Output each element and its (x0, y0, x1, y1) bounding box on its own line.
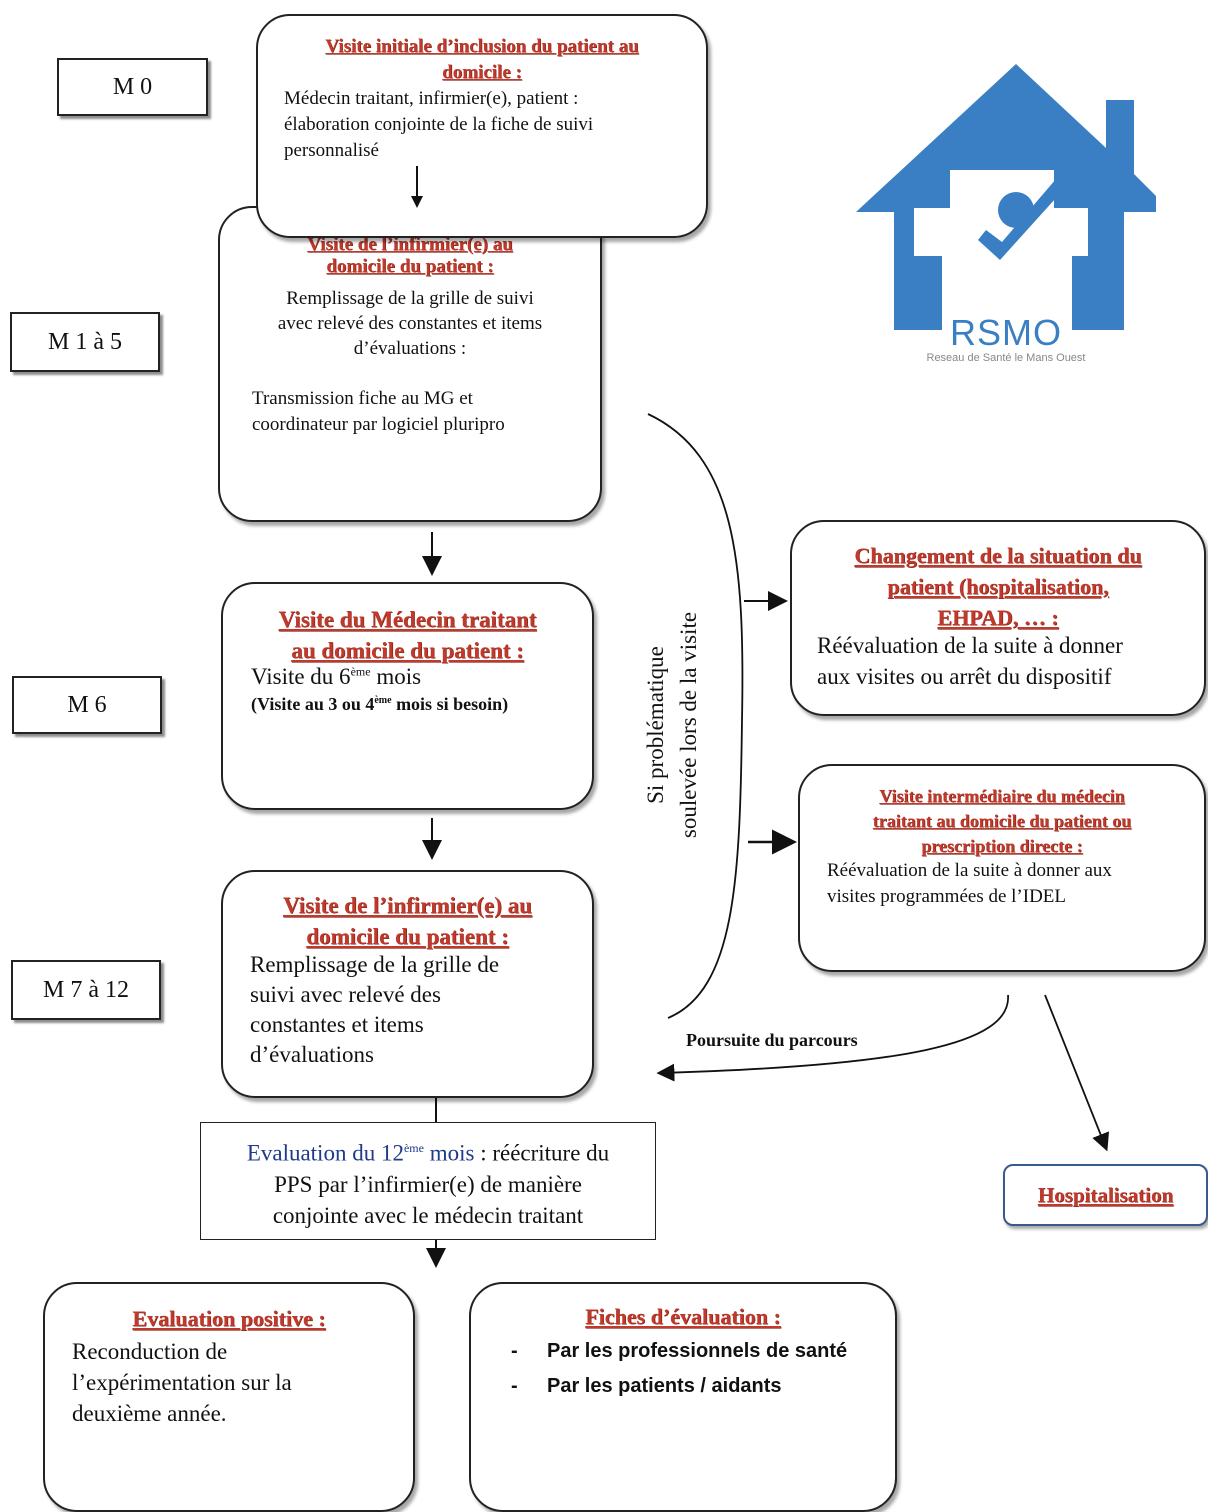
problem-text-line1: Si problématique (643, 646, 668, 804)
box-doctor-visit-m6: Visite du Médecin traitant au domicile d… (221, 582, 594, 810)
box3-sub-pre: (Visite au 3 ou 4 (251, 694, 375, 714)
box-hospitalisation: Hospitalisation (1003, 1164, 1208, 1226)
box-intermediate-visit: Visite intermédiaire du médecin traitant… (798, 764, 1206, 972)
eval-line2: PPS par l’infirmier(e) de manière (274, 1171, 582, 1197)
arrow-poursuite-curve (656, 994, 1009, 1082)
box4-title-line2: domicile du patient : (306, 924, 509, 949)
fiches-item-2: Par les patients / aidants (547, 1375, 782, 1397)
box4-body-line4: d’évaluations (250, 1042, 374, 1067)
house-logo-icon (856, 64, 1156, 330)
box3-title-line2: au domicile du patient : (291, 638, 524, 663)
box2-body-line5: coordinateur par logiciel pluripro (252, 414, 505, 435)
box-evaluation-12-months: Evaluation du 12ème mois : réécriture du… (200, 1122, 656, 1240)
box3-body-end: mois (370, 664, 422, 689)
label-m0: M 0 (57, 58, 208, 116)
box4-title-line1: Visite de l’infirmier(e) au (283, 893, 532, 918)
label-m0-text: M 0 (112, 73, 153, 100)
logo-name: RSMO (950, 312, 1062, 353)
box4-body-line3: constantes et items (250, 1012, 424, 1037)
box1-body-line2: élaboration conjointe de la fiche de sui… (284, 114, 594, 135)
eval-blue-text2: mois (423, 1140, 475, 1166)
fiches-item: -Par les professionnels de santé (511, 1340, 848, 1362)
box2-body-line2: avec relevé des constantes et items (277, 313, 543, 334)
eval-line1: Evaluation du 12ème mois : réécriture du (201, 1133, 655, 1169)
intermediate-title-line3: prescription directe : (921, 836, 1083, 856)
box-evaluation-forms: Fiches d’évaluation : -Par les professio… (469, 1282, 897, 1512)
box3-title-line1: Visite du Médecin traitant (278, 607, 537, 632)
rsmo-logo: RSMO Reseau de Santé le Mans Ouest (856, 60, 1156, 380)
box1-body-line3: personnalisé (284, 140, 379, 161)
hospitalisation-label: Hospitalisation (1037, 1182, 1174, 1207)
arrow-to-hospitalisation (1044, 994, 1110, 1152)
label-m6: M 6 (12, 676, 162, 734)
positive-line3: deuxième année. (72, 1401, 227, 1426)
positive-line2: l’expérimentation sur la (72, 1370, 292, 1395)
box1-title-line1: Visite initiale d’inclusion du patient a… (325, 36, 639, 57)
logo-subtitle: Reseau de Santé le Mans Ouest (926, 352, 1086, 364)
box4-body-line2: suivi avec relevé des (250, 982, 441, 1007)
box2-body-line3: d’évaluations : (353, 338, 467, 359)
box3-body-sup: ème (350, 664, 371, 679)
box4-body-line1: Remplissage de la grille de (250, 952, 500, 977)
intermediate-body-line2: visites programmées de l’IDEL (827, 886, 1067, 907)
fiches-item-1: Par les professionnels de santé (547, 1340, 848, 1362)
intermediate-title-line2: traitant au domicile du patient ou (872, 811, 1132, 831)
box1-title-line2: domicile : (442, 62, 522, 83)
change-title-line3: EHPAD, … : (937, 605, 1059, 630)
change-body-line2: aux visites ou arrêt du dispositif (817, 664, 1112, 689)
eval-sup: ème (403, 1141, 424, 1155)
positive-title: Evaluation positive : (132, 1306, 326, 1331)
change-body-line1: Réévaluation de la suite à donner (817, 633, 1123, 658)
poursuite-label: Poursuite du parcours (686, 1030, 858, 1050)
positive-line1: Reconduction de (72, 1339, 228, 1364)
box3-body-main: Visite du 6 (251, 664, 351, 689)
box2-title-line1: Visite de l’infirmier(e) au (307, 234, 513, 255)
eval-rest-line1: : réécriture du (474, 1140, 610, 1166)
box-positive-evaluation: Evaluation positive : Reconduction de l’… (43, 1282, 415, 1512)
problem-text-line2: soulevée lors de la visite (676, 611, 701, 839)
intermediate-title-line1: Visite intermédiaire du médecin (879, 786, 1125, 806)
change-title-line1: Changement de la situation du (854, 543, 1142, 568)
fiches-title: Fiches d’évaluation : (585, 1304, 781, 1329)
box2-title-line2: domicile du patient : (326, 256, 494, 277)
box1-body-line1: Médecin traitant, infirmier(e), patient … (284, 88, 579, 109)
box2-body-line1: Remplissage de la grille de suivi (286, 288, 534, 309)
label-m6-text: M 6 (67, 691, 107, 718)
problem-bracket-curve (647, 413, 744, 1019)
box1-inner-arrow (411, 166, 423, 208)
problem-vertical-text: Si problématique soulevée lors de la vis… (639, 565, 705, 885)
box-nurse-visit-m7-12: Visite de l’infirmier(e) au domicile du … (221, 870, 594, 1098)
label-m7-12: M 7 à 12 (11, 960, 161, 1020)
box2-body-line4: Transmission fiche au MG et (252, 388, 473, 409)
label-m1-5: M 1 à 5 (10, 312, 160, 372)
box-situation-change: Changement de la situation du patient (h… (790, 520, 1206, 716)
change-title-line2: patient (hospitalisation, (887, 574, 1109, 599)
eval-blue-text: Evaluation du 12 (246, 1140, 404, 1166)
eval-line3: conjointe avec le médecin traitant (272, 1202, 584, 1228)
box-nurse-visit-m1-5: Visite de l’infirmier(e) au domicile du … (218, 206, 602, 522)
box-initial-visit: Visite initiale d’inclusion du patient a… (256, 14, 708, 238)
intermediate-body-line1: Réévaluation de la suite à donner aux (827, 860, 1112, 881)
box3-sub-sup: ème (374, 695, 392, 706)
box3-sub: (Visite au 3 ou 4ème mois si besoin) (251, 694, 508, 715)
fiches-item: -Par les patients / aidants (511, 1375, 782, 1397)
label-m1-text: M 1 à 5 (48, 328, 122, 355)
label-m7-text: M 7 à 12 (43, 976, 129, 1003)
box3-sub-end: mois si besoin) (391, 694, 509, 714)
box3-body: Visite du 6ème mois (251, 664, 421, 690)
